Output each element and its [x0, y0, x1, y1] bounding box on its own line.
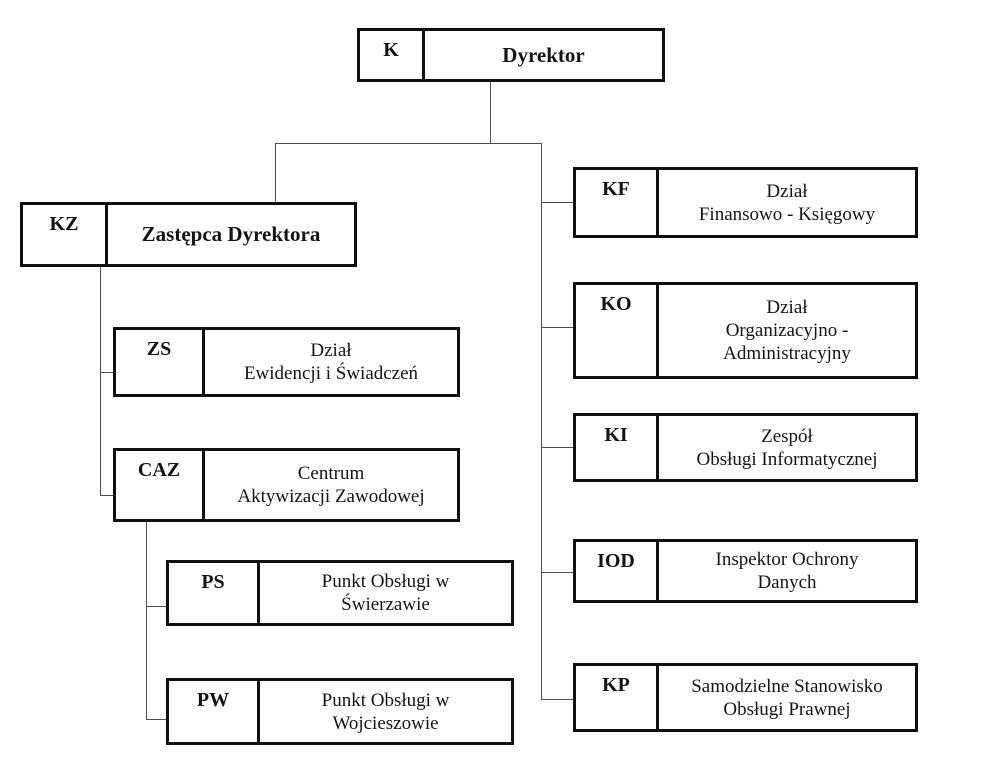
org-node-ps: PS Punkt Obsługi w Świerzawie — [166, 560, 514, 626]
connector-stub-kf — [541, 202, 573, 203]
org-node-ko: KO Dział Organizacyjno - Administracyjny — [573, 282, 918, 379]
org-node-iod-code: IOD — [576, 542, 659, 600]
org-node-pw-label: Punkt Obsługi w Wojcieszowie — [321, 689, 450, 734]
org-node-pw: PW Punkt Obsługi w Wojcieszowie — [166, 678, 514, 745]
connector-stub-pw — [146, 719, 166, 720]
org-node-kp-code: KP — [576, 666, 659, 729]
org-node-ko-label: Dział Organizacyjno - Administracyjny — [723, 297, 851, 364]
org-node-k-label: Dyrektor — [502, 42, 585, 67]
org-node-iod-label: Inspektor Ochrony Danych — [715, 549, 859, 593]
connector-stub-ki — [541, 447, 573, 448]
org-node-kf-label: Dział Finansowo - Księgowy — [698, 180, 876, 225]
org-node-caz-code: CAZ — [116, 451, 205, 519]
org-node-zs: ZS Dział Ewidencji i Świadczeń — [113, 327, 460, 397]
org-node-ps-label: Punkt Obsługi w Świerzawie — [321, 571, 450, 615]
org-node-ki-code: KI — [576, 416, 659, 479]
org-node-ki-label: Zespół Obsługi Informatycznej — [696, 425, 878, 470]
org-node-ki: KI Zespół Obsługi Informatycznej — [573, 413, 918, 482]
org-node-ko-code: KO — [576, 285, 659, 376]
org-node-kp-label: Samodzielne Stanowisko Obsługi Prawnej — [691, 675, 883, 720]
org-node-kz: KZ Zastępca Dyrektora — [20, 202, 357, 267]
connector-dyrektor-down — [490, 82, 491, 143]
org-node-kf-code: KF — [576, 170, 659, 235]
org-node-zs-code: ZS — [116, 330, 205, 394]
connector-stub-iod — [541, 572, 573, 573]
org-node-zs-label: Dział Ewidencji i Świadczeń — [243, 340, 419, 384]
connector-caz-spine — [146, 522, 147, 719]
connector-stub-ko — [541, 327, 573, 328]
org-node-kz-code: KZ — [23, 205, 108, 264]
org-node-iod: IOD Inspektor Ochrony Danych — [573, 539, 918, 603]
connector-main-horizontal — [275, 143, 542, 144]
org-node-caz: CAZ Centrum Aktywizacji Zawodowej — [113, 448, 460, 522]
connector-stub-kp — [541, 699, 573, 700]
connector-kz-spine — [100, 267, 101, 495]
org-node-kf: KF Dział Finansowo - Księgowy — [573, 167, 918, 238]
org-node-pw-code: PW — [169, 681, 260, 742]
connector-stub-ps — [146, 606, 166, 607]
connector-right-spine — [541, 143, 542, 700]
connector-to-kz — [275, 143, 276, 202]
org-node-caz-label: Centrum Aktywizacji Zawodowej — [237, 463, 425, 507]
org-node-kz-label: Zastępca Dyrektora — [141, 222, 321, 246]
connector-stub-caz — [100, 495, 113, 496]
org-node-ps-code: PS — [169, 563, 260, 623]
org-node-k: K Dyrektor — [357, 28, 665, 82]
connector-stub-zs — [100, 372, 113, 373]
org-node-kp: KP Samodzielne Stanowisko Obsługi Prawne… — [573, 663, 918, 732]
org-node-k-code: K — [360, 31, 425, 79]
